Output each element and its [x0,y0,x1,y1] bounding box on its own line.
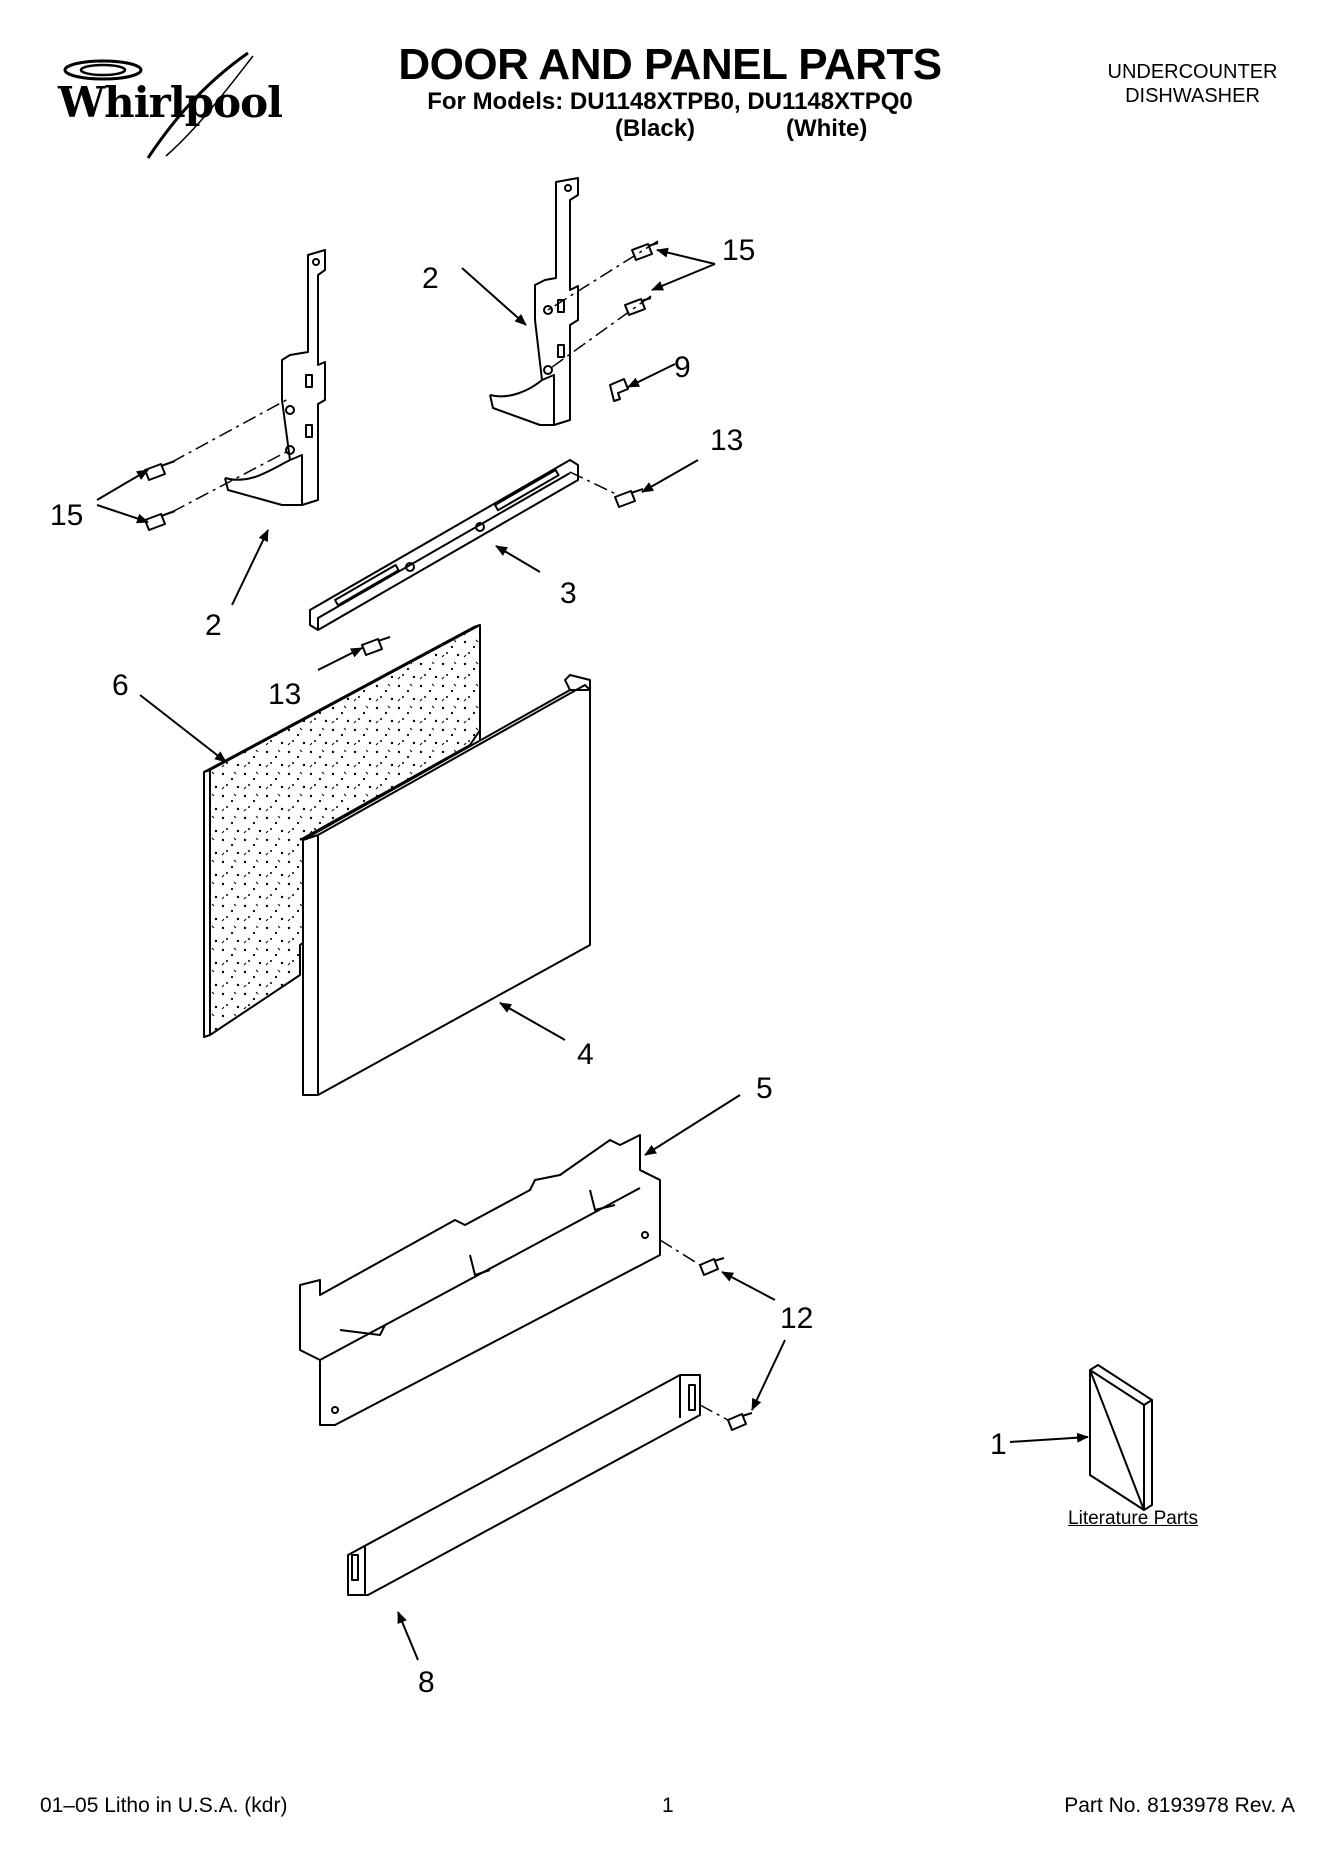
callout-4: 4 [577,1038,594,1071]
callout-12: 12 [780,1302,813,1335]
callout-1: 1 [990,1428,1007,1461]
literature-booklet [1089,1364,1153,1511]
screw-12-lower [727,1412,753,1431]
screw-15-upper-left [144,460,176,481]
callout-6: 6 [112,669,129,702]
screw-12-upper [699,1257,725,1276]
mounting-bar [309,459,579,631]
callout-2-lower: 2 [205,609,222,642]
screw-13-right [614,488,644,508]
callout-13-right: 13 [710,424,743,457]
models-line: For Models: DU1148XTPB0, DU1148XTPQ0 [427,88,913,115]
appliance-line-1: UNDERCOUNTER [1107,61,1278,83]
leader-arrows [96,247,1089,1661]
variant-black: (Black) [615,115,696,142]
callout-5: 5 [756,1072,773,1105]
callout-15-left: 15 [50,499,83,532]
toe-panel-strip [347,1374,701,1596]
brand-name: Whirlpool [58,78,283,127]
footer-part-number: Part No. 8193978 Rev. A [1064,1794,1295,1817]
outer-door-panel [299,674,591,1096]
assembly-lines [171,240,729,1421]
callout-15-right: 15 [722,234,755,267]
callout-13-left: 13 [268,678,301,711]
page-title: DOOR AND PANEL PARTS [398,40,942,89]
callout-8: 8 [418,1666,435,1699]
appliance-type: UNDERCOUNTER DISHWASHER [1080,60,1305,108]
clip-9 [609,378,629,402]
left-hinge-bracket [224,249,326,506]
toe-panel-bracket [299,1134,661,1426]
literature-parts-label: Literature Parts [1068,1508,1198,1529]
variant-white: (White) [786,115,868,142]
whirlpool-logo: Whirlpool [48,48,288,168]
screw-15-upper-right [631,242,659,261]
logo-swirl-icon [63,51,254,159]
right-hinge-bracket [489,177,579,426]
screw-15-lower-left [144,510,176,531]
callout-3: 3 [560,577,577,610]
footer-print-info: 01–05 Litho in U.S.A. (kdr) [40,1794,288,1817]
footer-page-number: 1 [662,1794,674,1817]
appliance-line-2: DISHWASHER [1125,85,1260,107]
screw-13-left [361,636,391,656]
callout-2-upper: 2 [422,262,439,295]
callout-9: 9 [674,351,691,384]
